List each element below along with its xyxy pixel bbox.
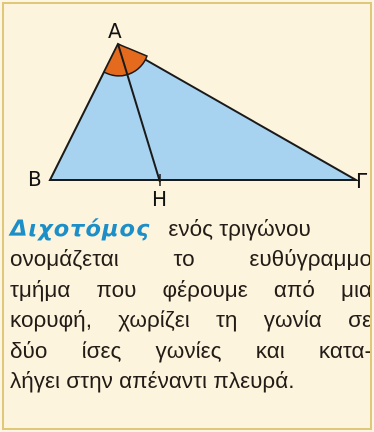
- triangle-bisector-diagram: A B Γ H: [28, 19, 368, 211]
- vertex-label-g: Γ: [356, 169, 368, 193]
- bisector-ah: [117, 43, 161, 183]
- angle-a-marker: [103, 43, 148, 77]
- definition-line-6: λήγει στην απέναντι πλευρά.: [10, 368, 295, 394]
- definition-line-5: δύο ίσες γωνίες και κατα-: [10, 337, 372, 363]
- definition-line-2: ονομάζεται το ευθύγραμμο: [10, 246, 372, 272]
- triangle-abg: [48, 42, 360, 181]
- definition-line-1-rest: ενός τριγώνου: [168, 216, 311, 241]
- definition-line-3: τμήμα που φέρουμε από μια: [10, 276, 372, 302]
- definition-text: Διχοτόμος ενός τριγώνου ονομάζεται το ευθ…: [10, 214, 372, 396]
- definition-line-1: Διχοτόμος ενός τριγώνου: [10, 214, 370, 244]
- vertex-label-h: H: [152, 187, 167, 211]
- vertex-label-b: B: [28, 167, 42, 191]
- vertex-label-a: A: [108, 19, 122, 43]
- definition-term: Διχοτόμος: [10, 216, 151, 242]
- definition-line-4: κορυφή, χωρίζει τη γωνία σε: [10, 307, 372, 333]
